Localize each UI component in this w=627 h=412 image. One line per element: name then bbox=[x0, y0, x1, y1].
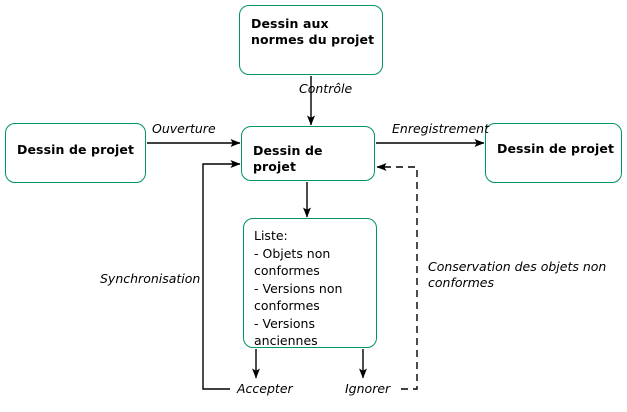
edge-label-controle: Contrôle bbox=[299, 81, 353, 96]
edge-label-conservation: Conservation des objets non conformes bbox=[428, 259, 607, 290]
node-dessin-de-projet-courant-label: Dessin de projet bbox=[253, 143, 323, 174]
edge-conservation bbox=[376, 163, 418, 390]
node-dessin-de-projet-enregistre[interactable]: Dessin de projet bbox=[485, 123, 622, 183]
node-dessin-aux-normes-label: Dessin aux normes du projet bbox=[251, 16, 375, 47]
edge-label-ignorer: Ignorer bbox=[345, 381, 391, 396]
edge-label-enregistrement: Enregistrement bbox=[392, 121, 489, 136]
edge-label-ouverture: Ouverture bbox=[152, 121, 216, 136]
node-dessin-de-projet-source[interactable]: Dessin de projet bbox=[5, 123, 146, 183]
node-dessin-de-projet-source-label: Dessin de projet bbox=[17, 142, 135, 157]
node-liste-label: Liste: - Objets non conformes - Versions… bbox=[254, 228, 343, 348]
edge-label-synchronisation: Synchronisation bbox=[100, 271, 201, 286]
node-liste[interactable]: Liste: - Objets non conformes - Versions… bbox=[243, 218, 377, 348]
node-dessin-de-projet-courant[interactable]: Dessin de projet bbox=[241, 126, 375, 181]
node-dessin-de-projet-enregistre-label: Dessin de projet bbox=[497, 141, 615, 156]
node-dessin-aux-normes[interactable]: Dessin aux normes du projet bbox=[239, 5, 383, 75]
edge-synchronisation bbox=[202, 160, 241, 390]
edge-label-accepter: Accepter bbox=[237, 381, 293, 396]
